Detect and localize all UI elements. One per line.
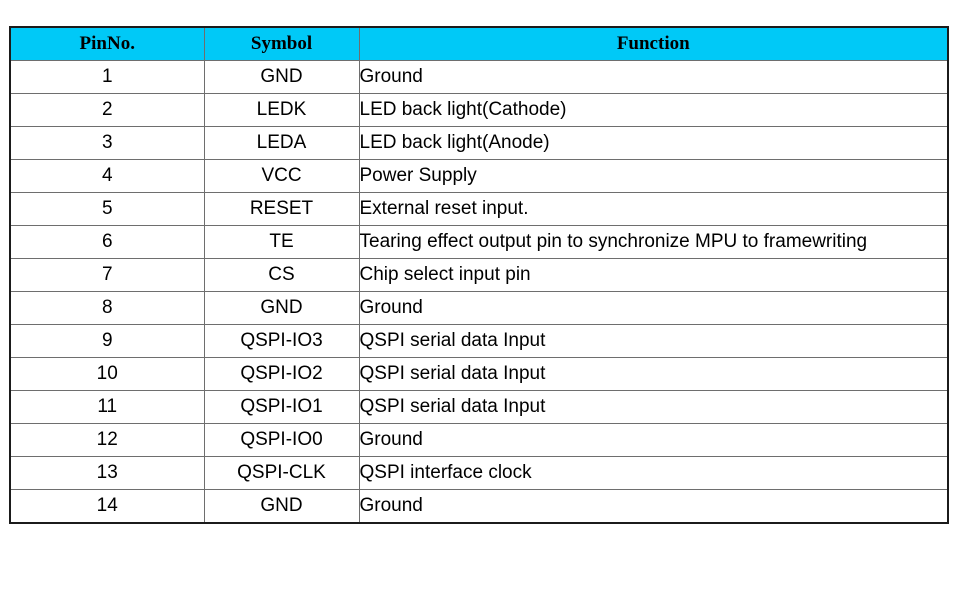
cell-pin-no: 8	[9, 291, 205, 325]
table-header-row: PinNo. Symbol Function	[9, 26, 949, 61]
cell-function: Power Supply	[358, 159, 949, 193]
cell-symbol: QSPI-IO1	[203, 390, 360, 424]
cell-symbol: GND	[203, 489, 360, 524]
cell-symbol: RESET	[203, 192, 360, 226]
cell-symbol: TE	[203, 225, 360, 259]
cell-pin-no: 12	[9, 423, 205, 457]
cell-pin-no: 1	[9, 60, 205, 94]
cell-function: Ground	[358, 291, 949, 325]
cell-symbol: QSPI-IO0	[203, 423, 360, 457]
cell-function: QSPI serial data Input	[358, 390, 949, 424]
cell-pin-no: 11	[9, 390, 205, 424]
cell-symbol: GND	[203, 60, 360, 94]
cell-symbol: LEDK	[203, 93, 360, 127]
cell-pin-no: 7	[9, 258, 205, 292]
column-header-function: Function	[358, 26, 949, 61]
table-header: PinNo. Symbol Function	[9, 26, 949, 61]
cell-pin-no: 4	[9, 159, 205, 193]
cell-pin-no: 6	[9, 225, 205, 259]
cell-pin-no: 13	[9, 456, 205, 490]
cell-pin-no: 5	[9, 192, 205, 226]
cell-symbol: QSPI-IO2	[203, 357, 360, 391]
cell-function: Tearing effect output pin to synchronize…	[358, 225, 949, 259]
cell-pin-no: 10	[9, 357, 205, 391]
cell-symbol: GND	[203, 291, 360, 325]
cell-pin-no: 2	[9, 93, 205, 127]
column-header-symbol: Symbol	[203, 26, 360, 61]
cell-function: QSPI interface clock	[358, 456, 949, 490]
cell-function: QSPI serial data Input	[358, 324, 949, 358]
cell-function: Ground	[358, 60, 949, 94]
cell-pin-no: 9	[9, 324, 205, 358]
cell-symbol: CS	[203, 258, 360, 292]
cell-pin-no: 3	[9, 126, 205, 160]
cell-function: Ground	[358, 489, 949, 524]
cell-symbol: QSPI-CLK	[203, 456, 360, 490]
cell-symbol: LEDA	[203, 126, 360, 160]
cell-symbol: QSPI-IO3	[203, 324, 360, 358]
cell-function: Ground	[358, 423, 949, 457]
column-header-pin-no: PinNo.	[9, 26, 205, 61]
cell-function: LED back light(Anode)	[358, 126, 949, 160]
cell-function: QSPI serial data Input	[358, 357, 949, 391]
cell-function: Chip select input pin	[358, 258, 949, 292]
cell-pin-no: 14	[9, 489, 205, 524]
cell-function: External reset input.	[358, 192, 949, 226]
cell-function: LED back light(Cathode)	[358, 93, 949, 127]
cell-symbol: VCC	[203, 159, 360, 193]
